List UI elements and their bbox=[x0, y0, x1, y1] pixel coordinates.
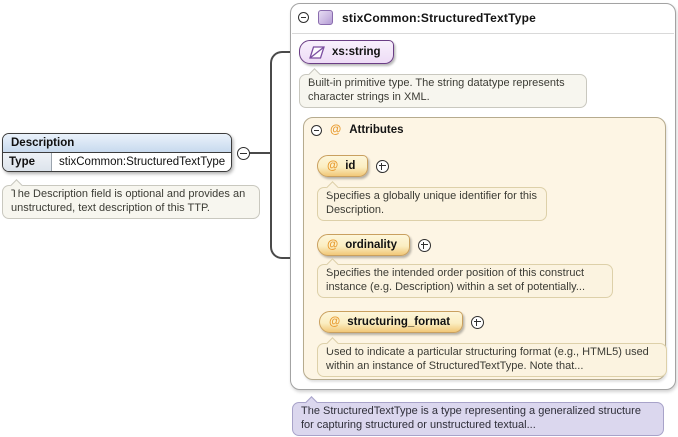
attribute-row: @ ordinality bbox=[317, 234, 431, 256]
attribute-name: id bbox=[345, 160, 356, 172]
attribute-at-icon: @ bbox=[330, 124, 342, 136]
attributes-title: Attributes bbox=[349, 124, 404, 136]
attribute-annotation-text: Specifies a globally unique identifier f… bbox=[326, 190, 537, 216]
expand-icon[interactable] bbox=[417, 238, 431, 252]
attribute-badge-id[interactable]: @ id bbox=[317, 155, 369, 177]
attribute-annotation: Specifies the intended order position of… bbox=[317, 258, 613, 298]
attribute-annotation: Specifies a globally unique identifier f… bbox=[317, 181, 547, 221]
connector-bracket bbox=[270, 51, 304, 259]
element-type-label: Type bbox=[3, 153, 52, 171]
complex-type-icon bbox=[318, 10, 333, 25]
base-type-annotation: Built-in primitive type. The string data… bbox=[299, 68, 587, 108]
base-type-label: xs:string bbox=[332, 46, 381, 58]
attribute-row: @ id bbox=[317, 155, 390, 177]
attribute-annotation-text: Used to indicate a particular structurin… bbox=[326, 346, 649, 372]
base-type-badge[interactable]: xs:string bbox=[299, 40, 394, 64]
attribute-annotation-text: Specifies the intended order position of… bbox=[326, 267, 586, 293]
type-panel-header: stixCommon:StructuredTextType bbox=[298, 10, 536, 25]
attribute-at-icon: @ bbox=[329, 316, 341, 328]
element-type-row: Type stixCommon:StructuredTextType bbox=[3, 153, 231, 171]
expand-icon[interactable] bbox=[376, 159, 390, 173]
attribute-name: structuring_format bbox=[347, 316, 451, 328]
type-annotation-note: The StructuredTextType is a type represe… bbox=[292, 396, 664, 436]
type-panel-title: stixCommon:StructuredTextType bbox=[342, 10, 537, 25]
element-node-description[interactable]: Description Type stixCommon:StructuredTe… bbox=[2, 133, 232, 172]
collapse-icon[interactable] bbox=[298, 12, 309, 23]
element-name: Description bbox=[3, 134, 231, 153]
collapse-icon[interactable] bbox=[311, 124, 322, 136]
element-annotation-text: The Description field is optional and pr… bbox=[11, 188, 246, 214]
simple-type-icon bbox=[309, 45, 325, 59]
type-annotation-text: The StructuredTextType is a type represe… bbox=[301, 405, 641, 431]
attribute-row: @ structuring_format bbox=[319, 311, 485, 333]
divider bbox=[292, 33, 674, 34]
element-annotation: The Description field is optional and pr… bbox=[2, 179, 260, 219]
connector-element-line bbox=[249, 152, 270, 154]
expand-icon[interactable] bbox=[471, 315, 485, 329]
attribute-name: ordinality bbox=[345, 239, 397, 251]
attribute-badge-ordinality[interactable]: @ ordinality bbox=[317, 234, 410, 256]
base-type-annotation-text: Built-in primitive type. The string data… bbox=[308, 77, 565, 103]
attribute-annotation: Used to indicate a particular structurin… bbox=[317, 337, 667, 377]
base-type-row: xs:string bbox=[299, 40, 394, 64]
collapse-icon[interactable] bbox=[237, 147, 250, 160]
attribute-badge-structuring-format[interactable]: @ structuring_format bbox=[319, 311, 464, 333]
attribute-at-icon: @ bbox=[327, 160, 339, 172]
attributes-header: @ Attributes bbox=[311, 124, 404, 136]
attribute-at-icon: @ bbox=[327, 239, 339, 251]
element-type-value: stixCommon:StructuredTextType bbox=[52, 153, 231, 171]
